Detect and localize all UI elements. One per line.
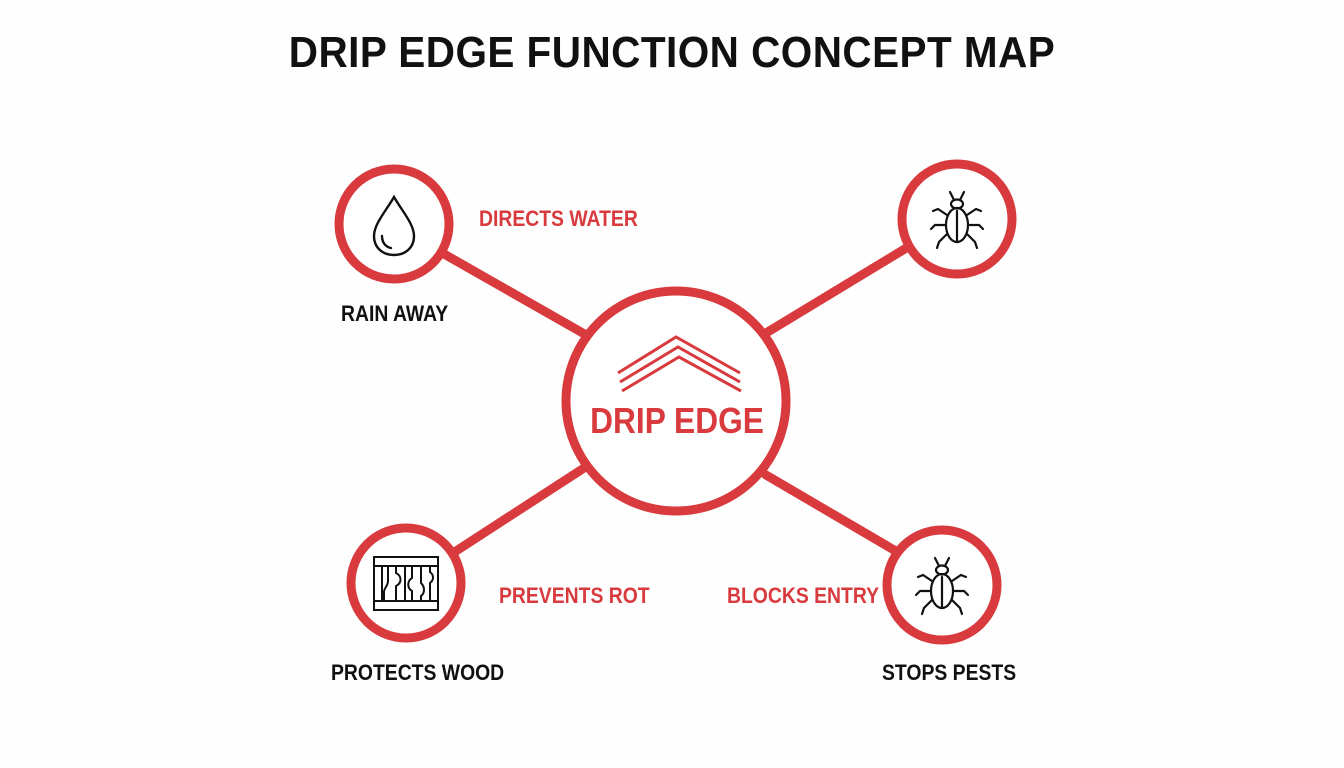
center-node — [561, 286, 791, 516]
page-title: DRIP EDGE FUNCTION CONCEPT MAP — [288, 28, 1056, 77]
connector-rain — [432, 245, 593, 341]
node-label-rain: RAIN AWAY — [341, 301, 449, 326]
node-label-pests: STOPS PESTS — [882, 660, 1017, 685]
rain-node — [334, 164, 454, 284]
node-label-wood: PROTECTS WOOD — [331, 660, 505, 685]
connector-wood — [448, 463, 589, 558]
bug-icon — [929, 190, 985, 250]
water-drop-icon — [372, 194, 416, 257]
connector-pests — [761, 470, 911, 562]
bug-icon — [914, 556, 970, 616]
link-label-rain: DIRECTS WATER — [479, 206, 638, 231]
wood-grain-icon — [373, 556, 439, 611]
link-label-wood: PREVENTS ROT — [499, 583, 650, 608]
connector-pest-top — [761, 242, 913, 338]
roof-icon — [617, 335, 742, 393]
center-label: DRIP EDGE — [590, 400, 764, 441]
link-label-pests: BLOCKS ENTRY — [727, 583, 880, 608]
